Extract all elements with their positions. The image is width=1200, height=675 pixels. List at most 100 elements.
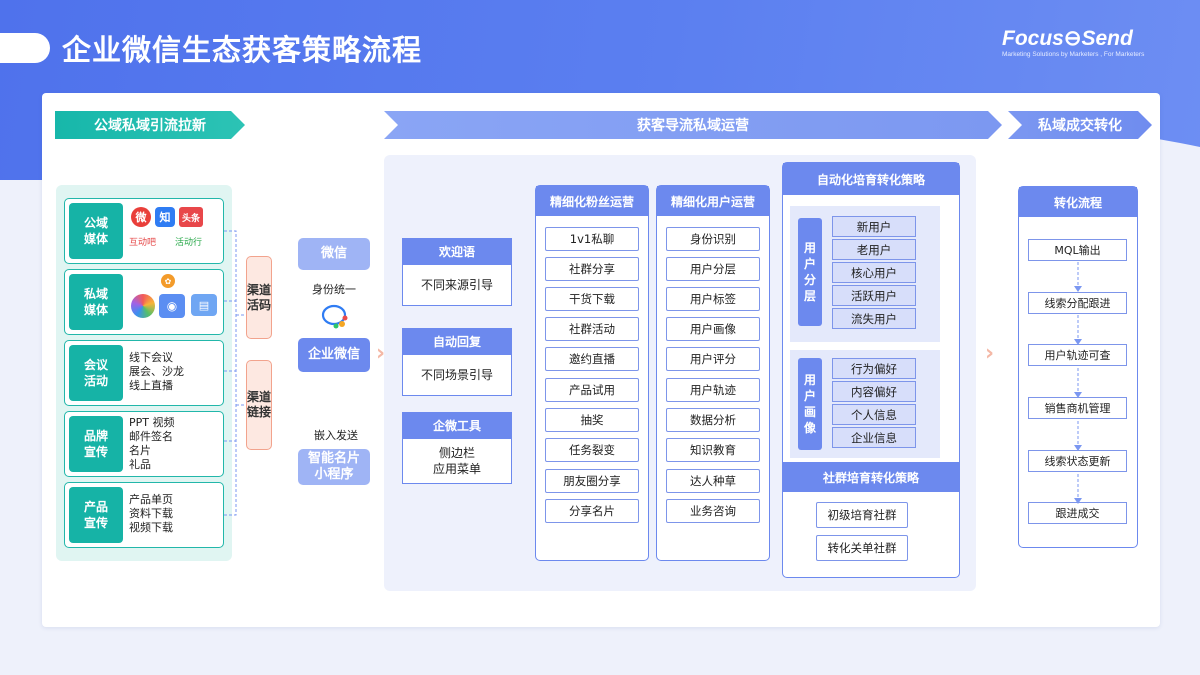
source-line: 视频下载 [129, 521, 173, 534]
conversion-title: 转化流程 [1019, 187, 1137, 217]
fan-ops-item: 朋友圈分享 [545, 469, 639, 493]
welcome-header: 欢迎语 [402, 238, 512, 264]
user-layer-item: 流失用户 [832, 308, 916, 329]
user-portrait-panel: 用 户 画 像 行为偏好 内容偏好 个人信息 企业信息 [790, 350, 940, 458]
conversion-arrows [1074, 262, 1082, 504]
fan-ops-item: 1v1私聊 [545, 227, 639, 251]
phase-banner-3: 私域成交转化 [1008, 111, 1152, 139]
source-tag: 私域 媒体 [69, 274, 123, 330]
user-layer-item: 老用户 [832, 239, 916, 260]
auto-reply-body: 不同场景引导 [402, 354, 512, 396]
hudongba-brand: 互动吧 [129, 238, 157, 248]
source-lines: PPT 视频 邮件签名 名片 礼品 [129, 416, 174, 472]
wecom-box: 企业微信 [298, 338, 370, 372]
user-layer-item: 活跃用户 [832, 285, 916, 306]
user-ops-item: 用户轨迹 [666, 378, 760, 402]
title-decoration [0, 33, 50, 63]
user-portrait-tag: 用 户 画 像 [798, 358, 822, 450]
auto-strategy-title: 自动化培育转化策略 [783, 163, 959, 195]
source-connectors [224, 230, 246, 516]
auto-reply-header: 自动回复 [402, 328, 512, 354]
channel-link: 渠道 链接 [246, 360, 272, 450]
user-ops-item: 数据分析 [666, 408, 760, 432]
page-title: 企业微信生态获客策略流程 [62, 33, 423, 67]
source-line: 资料下载 [129, 507, 173, 520]
brand-tagline: Marketing Solutions by Marketers , For M… [1002, 51, 1145, 58]
user-layer-panel: 用 户 分 层 新用户 老用户 核心用户 活跃用户 流失用户 [790, 206, 940, 342]
conversion-step: 线索状态更新 [1028, 450, 1127, 472]
user-portrait-item: 个人信息 [832, 404, 916, 425]
user-ops-item: 业务咨询 [666, 499, 760, 523]
community-item: 初级培育社群 [816, 502, 908, 528]
fan-ops-item: 产品试用 [545, 378, 639, 402]
fan-ops-item: 干货下载 [545, 287, 639, 311]
card-icon: ▤ [191, 294, 217, 316]
source-lines: 产品单页 资料下载 视频下载 [129, 493, 173, 535]
phase-banner-2: 获客导流私域运营 [384, 111, 1002, 139]
source-line: 产品单页 [129, 493, 173, 506]
conversion-step: 跟进成交 [1028, 502, 1127, 524]
user-portrait-item: 内容偏好 [832, 381, 916, 402]
source-line: 名片 [129, 444, 151, 457]
browser-icon: ◉ [159, 294, 185, 318]
huodongxing-brand: 活动行 [175, 238, 203, 248]
fan-ops-item: 任务裂变 [545, 438, 639, 462]
conversion-step: 销售商机管理 [1028, 397, 1127, 419]
fan-ops-item: 分享名片 [545, 499, 639, 523]
embed-note: 嵌入发送 [314, 429, 358, 442]
source-tag: 会议 活动 [69, 345, 123, 401]
user-layer-tag: 用 户 分 层 [798, 218, 822, 326]
source-line: 邮件签名 [129, 430, 173, 443]
fan-ops-item: 邀约直播 [545, 347, 639, 371]
source-meeting-events: 会议 活动 线下会议 展会、沙龙 线上直播 [64, 340, 224, 406]
source-product-promo: 产品 宣传 产品单页 资料下载 视频下载 [64, 482, 224, 548]
conversion-step: 线索分配跟进 [1028, 292, 1127, 314]
user-layer-item: 核心用户 [832, 262, 916, 283]
user-ops-title: 精细化用户运营 [657, 186, 769, 216]
butterfly-icon: ✿ [161, 274, 175, 288]
source-private-media: 私域 媒体 ✿ ◉ ▤ [64, 269, 224, 335]
toutiao-icon: 头条 [179, 207, 203, 227]
source-tag: 公域 媒体 [69, 203, 123, 259]
flow-arrow-1: › [376, 341, 386, 366]
source-line: 展会、沙龙 [129, 365, 184, 378]
source-brand-promo: 品牌 宣传 PPT 视频 邮件签名 名片 礼品 [64, 411, 224, 477]
user-ops-item: 达人种草 [666, 469, 760, 493]
phase-banner-1: 公域私域引流拉新 [55, 111, 245, 139]
flow-arrow-3: › [985, 341, 995, 366]
source-tag: 品牌 宣传 [69, 416, 123, 472]
user-layer-item: 新用户 [832, 216, 916, 237]
brand-logo: Focus⊖Send [1002, 27, 1133, 50]
fan-ops-item: 社群活动 [545, 317, 639, 341]
zhihu-icon: 知 [155, 207, 175, 227]
user-ops-column: 精细化用户运营 身份识别 用户分层 用户标签 用户画像 用户评分 用户轨迹 数据… [656, 185, 770, 561]
fan-ops-column: 精细化粉丝运营 1v1私聊 社群分享 干货下载 社群活动 邀约直播 产品试用 抽… [535, 185, 649, 561]
user-ops-item: 用户画像 [666, 317, 760, 341]
wecom-tools-body: 侧边栏 应用菜单 [402, 438, 512, 484]
user-ops-item: 身份识别 [666, 227, 760, 251]
user-portrait-item: 行为偏好 [832, 358, 916, 379]
weibo-icon: 微 [131, 207, 151, 227]
fan-ops-title: 精细化粉丝运营 [536, 186, 648, 216]
mini-program-box: 智能名片 小程序 [298, 449, 370, 485]
conversion-step: MQL输出 [1028, 239, 1127, 261]
user-ops-item: 用户评分 [666, 347, 760, 371]
welcome-body: 不同来源引导 [402, 264, 512, 306]
conversion-column: 转化流程 MQL输出 线索分配跟进 用户轨迹可查 销售商机管理 线索状态更新 跟… [1018, 186, 1138, 548]
fan-ops-item: 社群分享 [545, 257, 639, 281]
community-strategy-title: 社群培育转化策略 [782, 462, 960, 492]
wecom-tools-header: 企微工具 [402, 412, 512, 438]
source-line: 线上直播 [129, 379, 173, 392]
aperture-icon [131, 294, 155, 318]
source-line: 线下会议 [129, 351, 173, 364]
source-line: 礼品 [129, 458, 151, 471]
wechat-box: 微信 [298, 238, 370, 270]
user-ops-item: 知识教育 [666, 438, 760, 462]
community-item: 转化关单社群 [816, 535, 908, 561]
identity-note: 身份统一 [312, 283, 356, 296]
conversion-step: 用户轨迹可查 [1028, 344, 1127, 366]
fan-ops-item: 抽奖 [545, 408, 639, 432]
user-ops-item: 用户标签 [666, 287, 760, 311]
channel-qrcode: 渠道 活码 [246, 256, 272, 339]
source-line: PPT 视频 [129, 416, 175, 429]
